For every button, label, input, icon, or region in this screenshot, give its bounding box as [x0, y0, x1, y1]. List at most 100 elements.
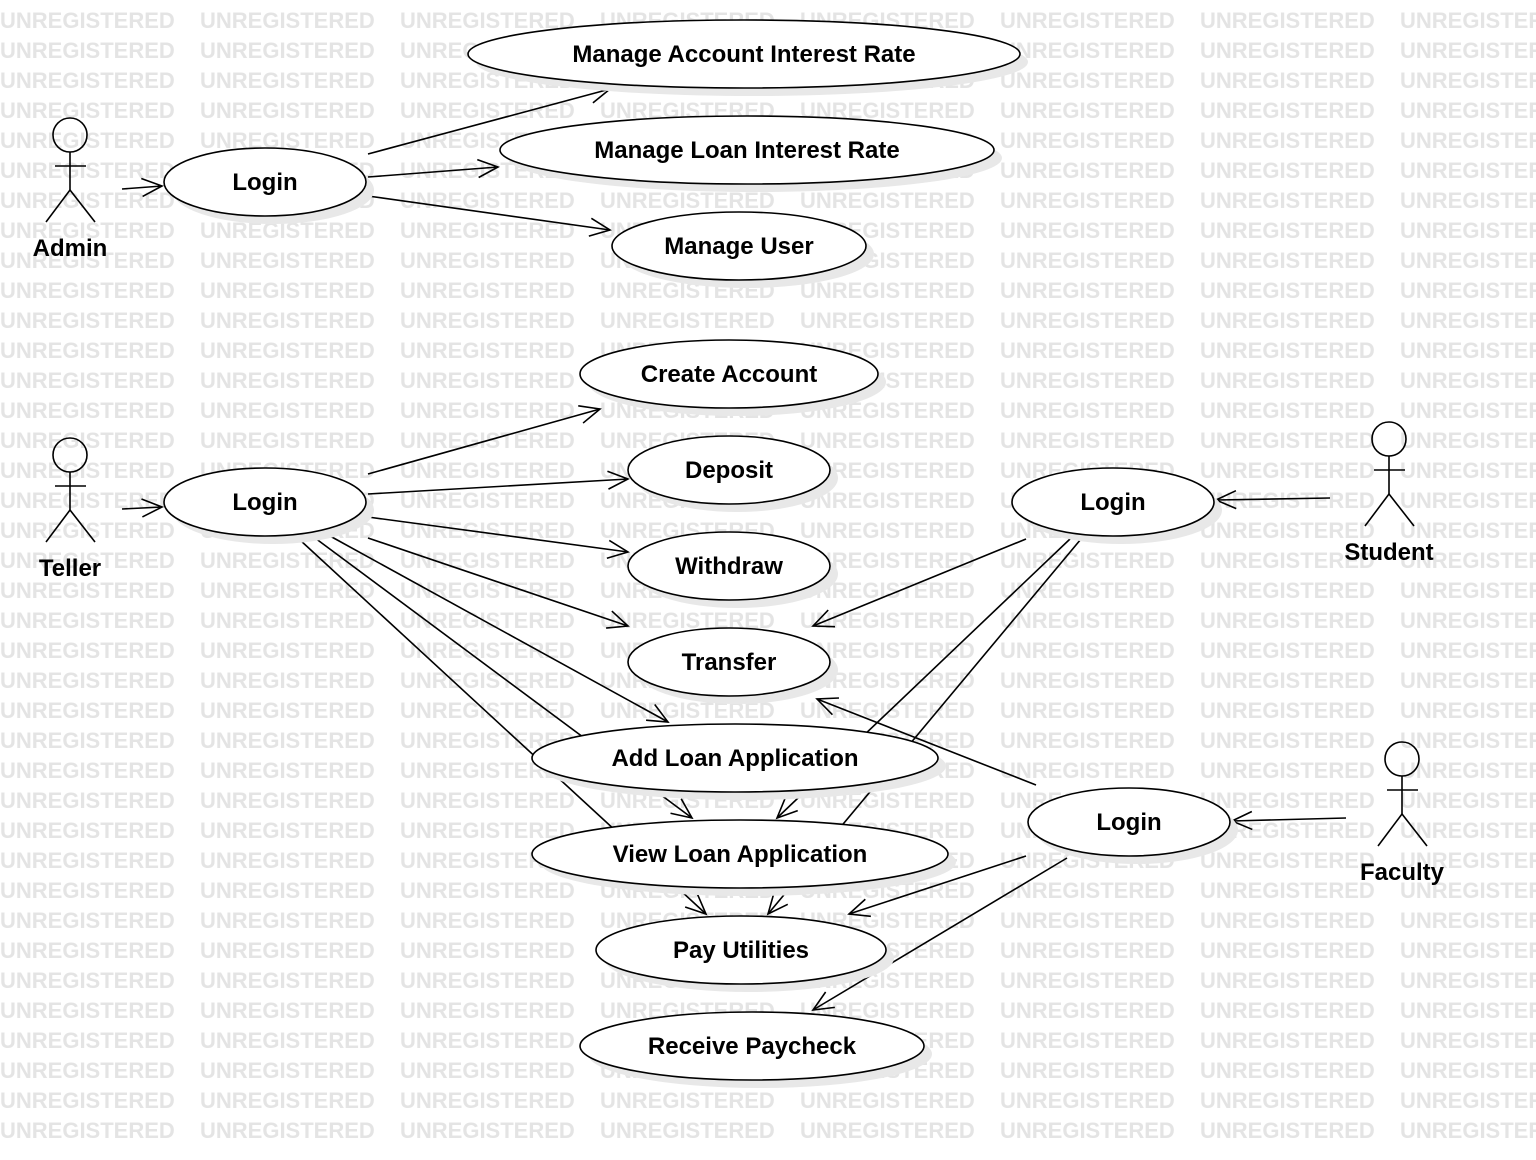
- arrowhead-icon: [588, 217, 612, 237]
- use-case-login-teller[interactable]: Login: [163, 467, 374, 544]
- watermark-text: UNREGISTERED: [1000, 668, 1175, 693]
- actor-label: Admin: [33, 235, 108, 262]
- watermark-text: UNREGISTERED: [400, 1118, 575, 1143]
- watermark-text: UNREGISTERED: [1400, 758, 1536, 783]
- watermark-text: UNREGISTERED: [0, 848, 175, 873]
- actor-student[interactable]: Student: [1344, 421, 1434, 566]
- watermark-text: UNREGISTERED: [400, 488, 575, 513]
- arrowhead-icon: [815, 697, 840, 716]
- watermark-text: UNREGISTERED: [1200, 338, 1375, 363]
- watermark-text: UNREGISTERED: [1000, 968, 1175, 993]
- watermark-text: UNREGISTERED: [0, 638, 175, 663]
- watermark-text: UNREGISTERED: [400, 1058, 575, 1083]
- watermark-text: UNREGISTERED: [800, 1118, 975, 1143]
- watermark-text: UNREGISTERED: [0, 788, 175, 813]
- watermark-text: UNREGISTERED: [1000, 128, 1175, 153]
- watermark-text: UNREGISTERED: [1200, 278, 1375, 303]
- watermark-text: UNREGISTERED: [0, 518, 175, 543]
- use-case-receive-paycheck[interactable]: Receive Paycheck: [579, 1011, 932, 1088]
- watermark-text: UNREGISTERED: [400, 878, 575, 903]
- watermark-text: UNREGISTERED: [1000, 248, 1175, 273]
- use-case-add-loan-application[interactable]: Add Loan Application: [531, 723, 946, 800]
- use-case-login-faculty[interactable]: Login: [1027, 787, 1238, 864]
- use-case-manage-loan-interest-rate[interactable]: Manage Loan Interest Rate: [499, 115, 1002, 192]
- watermark-text: UNREGISTERED: [1400, 818, 1536, 843]
- watermark-text: UNREGISTERED: [1400, 788, 1536, 813]
- watermark-text: UNREGISTERED: [1000, 38, 1175, 63]
- actor-faculty[interactable]: Faculty: [1360, 741, 1445, 886]
- association-line: [121, 185, 163, 190]
- watermark-text: UNREGISTERED: [0, 548, 175, 573]
- association-line: [848, 855, 1027, 915]
- watermark-text: UNREGISTERED: [200, 68, 375, 93]
- watermark-text: UNREGISTERED: [1000, 368, 1175, 393]
- association-login-admin-to-manage-loan-interest-rate: [367, 158, 500, 179]
- watermark-text: UNREGISTERED: [0, 668, 175, 693]
- use-case-label: Login: [232, 169, 297, 196]
- watermark-text: UNREGISTERED: [200, 848, 375, 873]
- watermark-text: UNREGISTERED: [400, 938, 575, 963]
- use-case-label: Create Account: [641, 361, 817, 388]
- arrowhead-icon: [578, 404, 602, 424]
- association-line: [329, 535, 669, 723]
- use-case-pay-utilities[interactable]: Pay Utilities: [595, 915, 894, 992]
- watermark-text: UNREGISTERED: [1000, 998, 1175, 1023]
- association-line: [816, 698, 1037, 786]
- association-login-teller-to-deposit: [367, 470, 630, 495]
- watermark-text: UNREGISTERED: [200, 878, 375, 903]
- association-line: [1231, 817, 1347, 822]
- use-case-label: Login: [232, 489, 297, 516]
- watermark-text: UNREGISTERED: [1400, 698, 1536, 723]
- watermark-text: UNREGISTERED: [200, 638, 375, 663]
- watermark-text: UNREGISTERED: [200, 578, 375, 603]
- use-case-withdraw[interactable]: Withdraw: [627, 531, 838, 608]
- watermark-text: UNREGISTERED: [800, 428, 975, 453]
- use-case-manage-user[interactable]: Manage User: [611, 211, 874, 288]
- watermark-text: UNREGISTERED: [400, 968, 575, 993]
- arrowhead-icon: [811, 991, 835, 1012]
- use-case-manage-account-interest-rate[interactable]: Manage Account Interest Rate: [467, 19, 1028, 96]
- watermark-text: UNREGISTERED: [0, 878, 175, 903]
- arrowhead-icon: [766, 892, 789, 916]
- watermark-text: UNREGISTERED: [1400, 458, 1536, 483]
- watermark-text: UNREGISTERED: [0, 998, 175, 1023]
- use-case-view-loan-application[interactable]: View Loan Application: [531, 819, 956, 896]
- watermark-text: UNREGISTERED: [1200, 518, 1375, 543]
- watermark-text: UNREGISTERED: [1000, 908, 1175, 933]
- watermark-text: UNREGISTERED: [800, 608, 975, 633]
- watermark-text: UNREGISTERED: [800, 188, 975, 213]
- watermark-text: UNREGISTERED: [200, 788, 375, 813]
- use-case-label: Login: [1096, 809, 1161, 836]
- association-line: [367, 195, 611, 231]
- use-case-transfer[interactable]: Transfer: [627, 627, 838, 704]
- actor-label: Teller: [39, 555, 101, 582]
- watermark-text: UNREGISTERED: [1400, 488, 1536, 513]
- watermark-text: UNREGISTERED: [1400, 8, 1536, 33]
- actor-teller[interactable]: Teller: [39, 437, 101, 582]
- use-case-label: Receive Paycheck: [648, 1033, 857, 1060]
- watermark-text: UNREGISTERED: [0, 98, 175, 123]
- watermark-text: UNREGISTERED: [1200, 608, 1375, 633]
- watermark-text: UNREGISTERED: [0, 758, 175, 783]
- use-case-deposit[interactable]: Deposit: [627, 435, 838, 512]
- watermark-text: UNREGISTERED: [1000, 308, 1175, 333]
- watermark-text: UNREGISTERED: [1400, 338, 1536, 363]
- watermark-text: UNREGISTERED: [1000, 428, 1175, 453]
- use-case-login-admin[interactable]: Login: [163, 147, 374, 224]
- watermark-text: UNREGISTERED: [1000, 98, 1175, 123]
- watermark-text: UNREGISTERED: [1000, 278, 1175, 303]
- watermark-text: UNREGISTERED: [0, 368, 175, 393]
- watermark-text: UNREGISTERED: [0, 188, 175, 213]
- use-case-create-account[interactable]: Create Account: [579, 339, 886, 416]
- watermark-text: UNREGISTERED: [1200, 398, 1375, 423]
- use-case-login-student[interactable]: Login: [1011, 467, 1222, 544]
- use-case-label: Login: [1080, 489, 1145, 516]
- arrowhead-icon: [606, 539, 630, 559]
- watermark-text: UNREGISTERED: [0, 248, 175, 273]
- watermark-text: UNREGISTERED: [1200, 848, 1375, 873]
- association-login-student-to-transfer: [811, 538, 1027, 628]
- watermark-text: UNREGISTERED: [1000, 338, 1175, 363]
- actor-admin[interactable]: Admin: [33, 117, 108, 262]
- watermark-text: UNREGISTERED: [1000, 8, 1175, 33]
- watermark-text: UNREGISTERED: [1200, 1118, 1375, 1143]
